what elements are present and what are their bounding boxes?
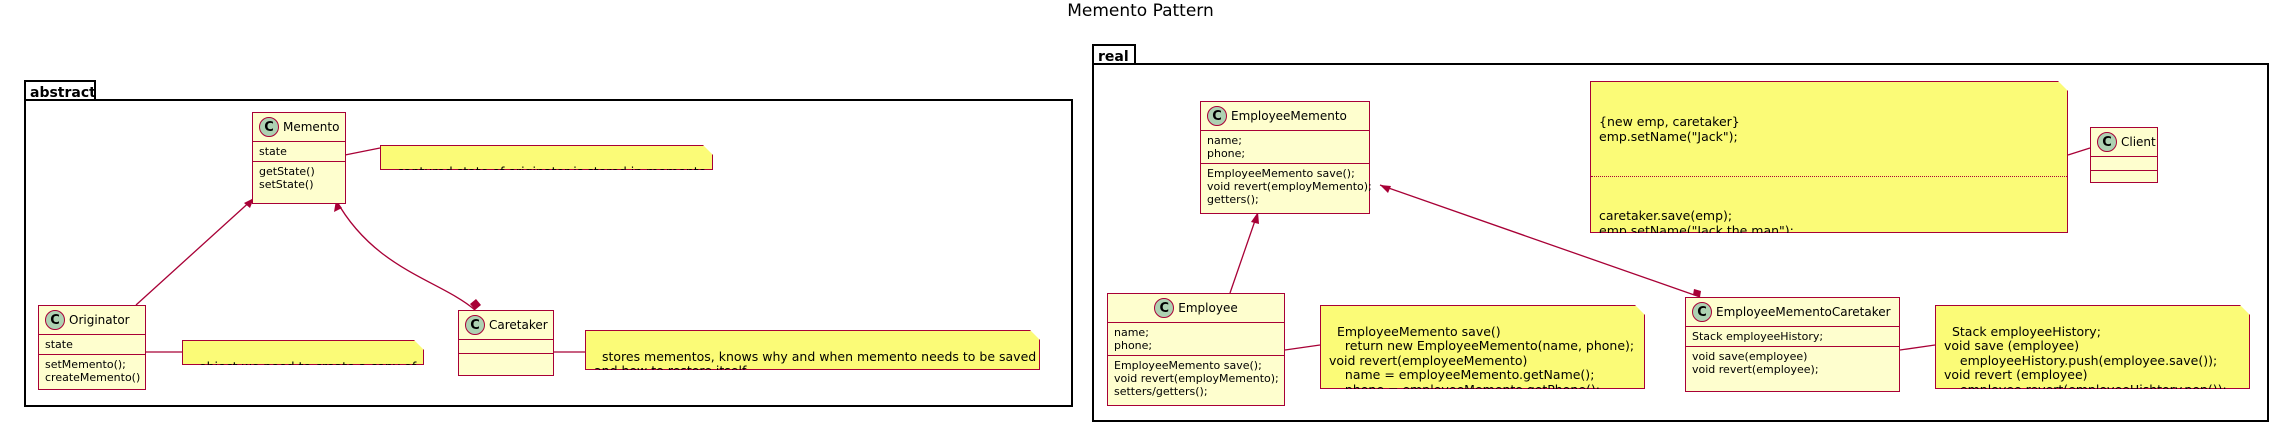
note-employee: EmployeeMemento save() return new Employ… xyxy=(1320,305,1645,389)
note-employee-caretaker-text: Stack employeeHistory; void save (employ… xyxy=(1944,323,2218,382)
class-methods: EmployeeMemento save(); void revert(empl… xyxy=(1201,163,1372,209)
class-employee[interactable]: C Employee name; phone; EmployeeMemento … xyxy=(1107,293,1285,406)
class-fields xyxy=(2091,156,2157,170)
class-icon: C xyxy=(1154,298,1175,318)
class-icon: C xyxy=(259,117,279,137)
diamond-employee-caretaker xyxy=(1693,289,1701,297)
package-abstract-label: abstract xyxy=(30,85,96,101)
note-employee-text: EmployeeMemento save() return new Employ… xyxy=(1329,323,1635,382)
arrowhead-employeememento xyxy=(1251,212,1259,224)
class-methods xyxy=(2091,170,2157,184)
note-memento: captured state of originator is stored i… xyxy=(380,145,713,170)
class-icon: C xyxy=(1207,106,1227,126)
originator-memento-link xyxy=(135,197,255,306)
class-memento[interactable]: C Memento state getState() setState() xyxy=(252,112,346,204)
class-fields: Stack employeeHistory; xyxy=(1686,326,1899,346)
employee-employeememento-link xyxy=(1229,211,1259,294)
caretaker-memento-link xyxy=(335,199,476,311)
class-fields: state xyxy=(253,141,345,161)
class-name: Caretaker xyxy=(489,318,548,332)
class-employee-memento[interactable]: C EmployeeMemento name; phone; EmployeeM… xyxy=(1200,101,1372,214)
arrowhead-memento-originator xyxy=(244,198,254,208)
note-client: {new emp, caretaker} emp.setName("Jack")… xyxy=(1590,81,2068,233)
class-name: Employee xyxy=(1178,301,1238,315)
class-icon: C xyxy=(45,310,65,330)
class-name: Originator xyxy=(69,313,130,327)
class-fields xyxy=(459,339,553,353)
class-caretaker[interactable]: C Caretaker xyxy=(458,310,554,376)
class-name: Memento xyxy=(283,120,340,134)
class-name: Client xyxy=(2121,135,2156,149)
class-client[interactable]: C Client xyxy=(2090,127,2158,183)
class-methods: EmployeeMemento save(); void revert(empl… xyxy=(1108,355,1284,401)
class-icon: C xyxy=(2097,132,2117,152)
class-fields: state xyxy=(39,334,145,354)
class-methods xyxy=(459,353,553,367)
package-real-tab: real xyxy=(1092,44,1136,65)
employeememento-caretaker-link xyxy=(1379,184,1701,298)
class-methods: setMemento(); createMemento() xyxy=(39,354,145,387)
diagram-title: Memento Pattern xyxy=(1067,1,1214,21)
package-real-label: real xyxy=(1098,49,1129,65)
class-methods: getState() setState() xyxy=(253,161,345,194)
diamond-caretaker xyxy=(470,299,481,310)
class-icon: C xyxy=(1692,302,1712,322)
note-client-top-text: {new emp, caretaker} emp.setName("Jack")… xyxy=(1599,114,1740,144)
class-methods: void save(employee) void revert(employee… xyxy=(1686,346,1899,379)
class-originator[interactable]: C Originator state setMemento(); createM… xyxy=(38,305,146,390)
note-divider xyxy=(1591,176,2067,177)
note-caretaker: stores mementos, knows why and when meme… xyxy=(585,330,1040,370)
note-employee-caretaker: Stack employeeHistory; void save (employ… xyxy=(1935,305,2250,389)
class-fields: name; phone; xyxy=(1108,322,1284,355)
class-name: EmployeeMementoCaretaker xyxy=(1716,305,1891,319)
class-name: EmployeeMemento xyxy=(1231,109,1347,123)
class-icon: C xyxy=(465,315,485,335)
note-originator: object we need to create a copy of xyxy=(182,340,424,365)
class-fields: name; phone; xyxy=(1201,130,1369,163)
arrowhead-employeememento-caretaker xyxy=(1380,185,1391,193)
class-employee-memento-caretaker[interactable]: C EmployeeMementoCaretaker Stack employe… xyxy=(1685,297,1900,392)
package-abstract-tab: abstract xyxy=(24,80,96,101)
